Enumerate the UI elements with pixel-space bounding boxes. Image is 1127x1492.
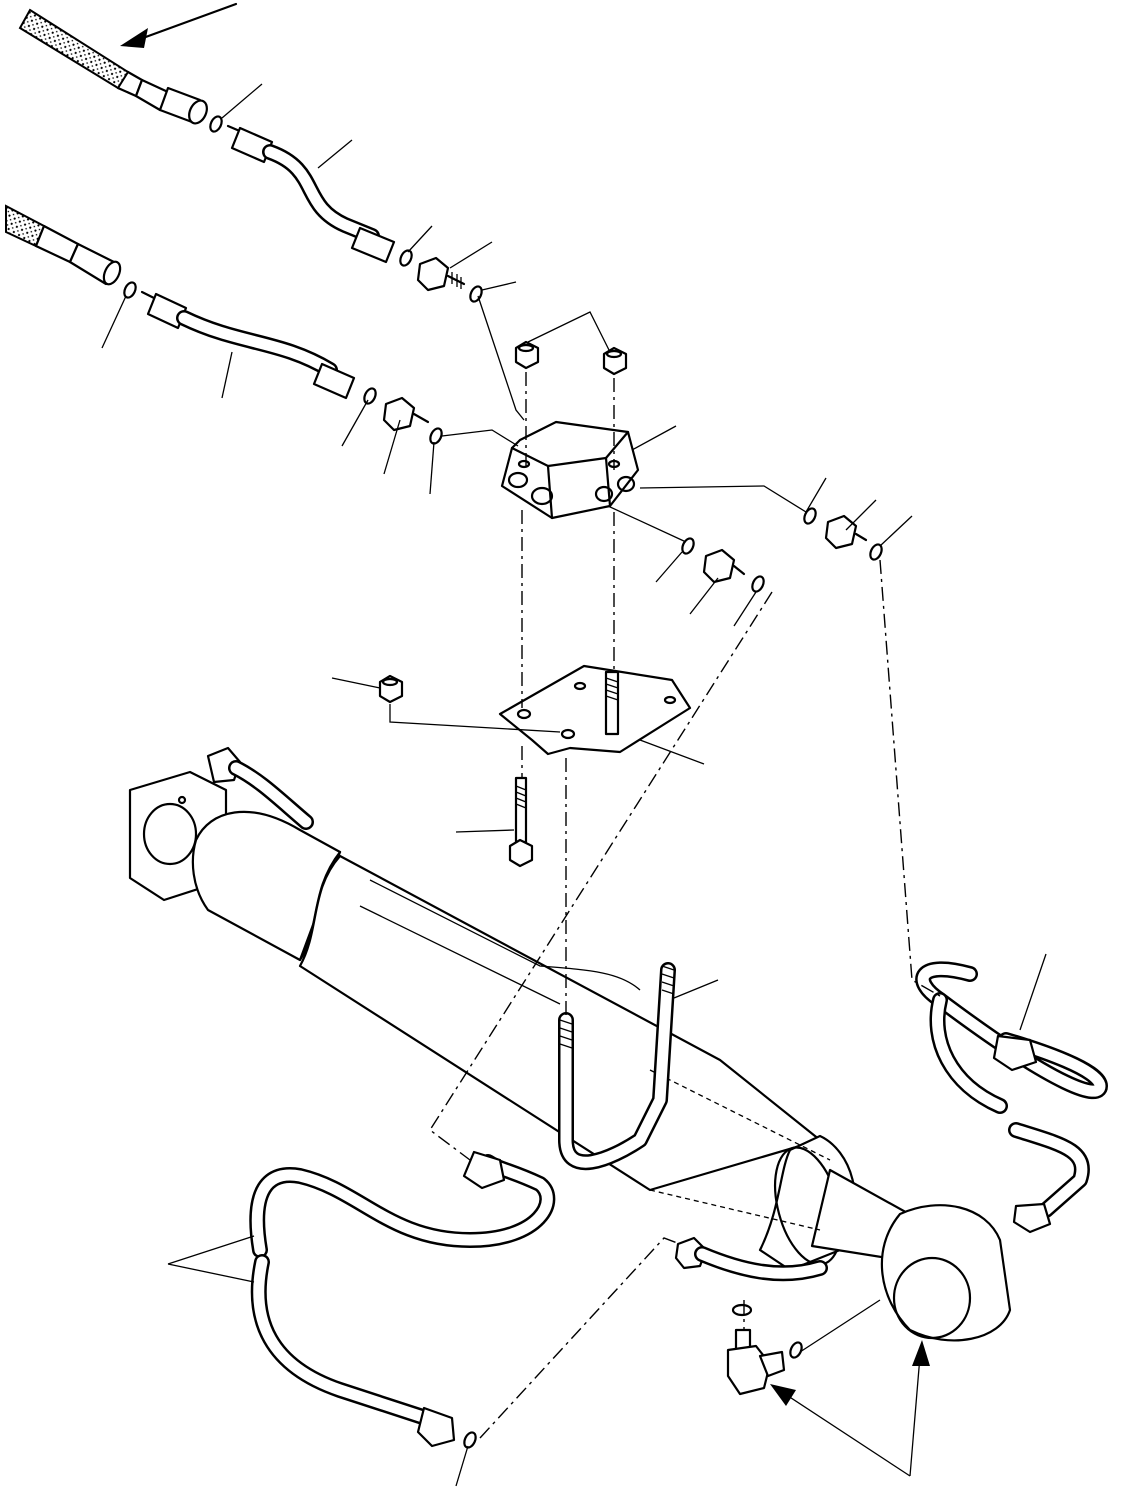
o-ring [469,285,483,303]
mounting-plate [498,664,692,756]
elbow-fitting [726,1328,786,1396]
o-ring [869,543,883,561]
hex-nut [602,346,628,376]
o-ring [363,387,377,405]
o-ring [789,1341,803,1359]
o-ring [209,115,223,133]
bottom-arrows [770,1340,930,1477]
lower-return-tube [249,1150,556,1448]
alignment-lines [429,372,941,1439]
right-return-tube [915,961,1108,1234]
o-ring [399,249,413,267]
upper-hose [18,8,208,125]
hex-nut [378,674,404,704]
o-ring [463,1431,477,1449]
valve-block [500,420,640,520]
adapter-fitting [824,514,868,550]
stud-bolt [604,670,620,736]
o-ring [751,575,765,593]
lower-tube [140,290,356,400]
adapter-fitting [382,396,430,432]
o-ring [123,281,137,299]
hex-nut [514,340,540,370]
adapter-fitting [674,1236,828,1282]
o-ring [803,507,817,525]
upper-hose-arrow [120,2,238,48]
adapter-fitting [702,548,746,584]
o-ring [681,537,695,555]
leader-lines [101,83,1047,1487]
cap-screw [508,776,534,868]
adapter-fitting [416,256,466,292]
lower-hose [5,204,122,286]
u-bolt [558,962,676,1171]
o-ring [429,427,443,445]
upper-tube [226,124,396,264]
o-ring [731,1303,753,1317]
